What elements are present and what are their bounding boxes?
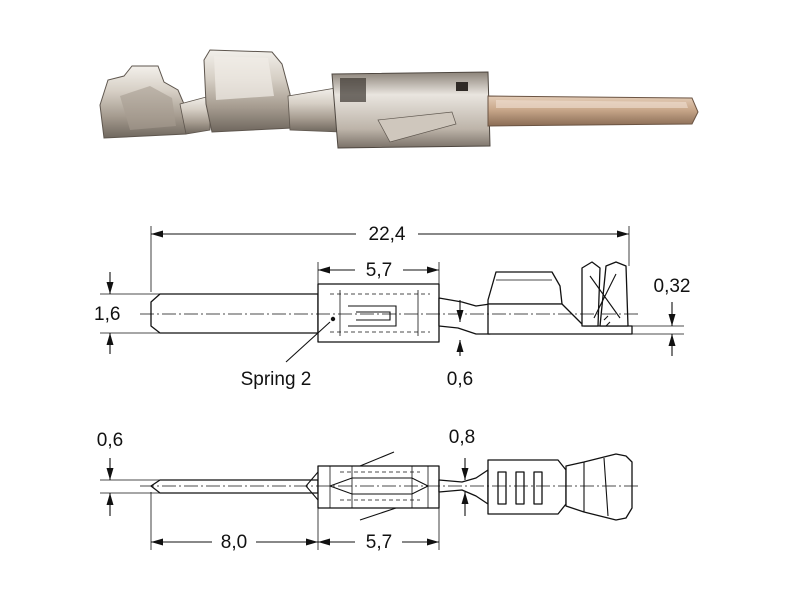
spring-offset-label: 0,6 (447, 369, 473, 390)
spring-housing-length-label: 5,7 (366, 260, 392, 281)
pin-width-label: 0,6 (97, 430, 123, 451)
crimp-terminal-photo (99, 49, 699, 149)
pin-diameter-label: 1,6 (94, 304, 120, 325)
top-spring-housing-length-label: 5,7 (366, 532, 392, 553)
material-thickness-label: 0,32 (654, 276, 691, 297)
pin-length-label: 8,0 (221, 532, 247, 553)
top-view-drawing: 0,6 0,8 8,0 5,7 (97, 427, 640, 553)
transition-width-label: 0,8 (449, 427, 475, 448)
side-view-drawing: 22,4 5,7 (94, 224, 690, 390)
overall-length-label: 22,4 (369, 224, 406, 245)
spring-label: Spring 2 (241, 369, 312, 390)
